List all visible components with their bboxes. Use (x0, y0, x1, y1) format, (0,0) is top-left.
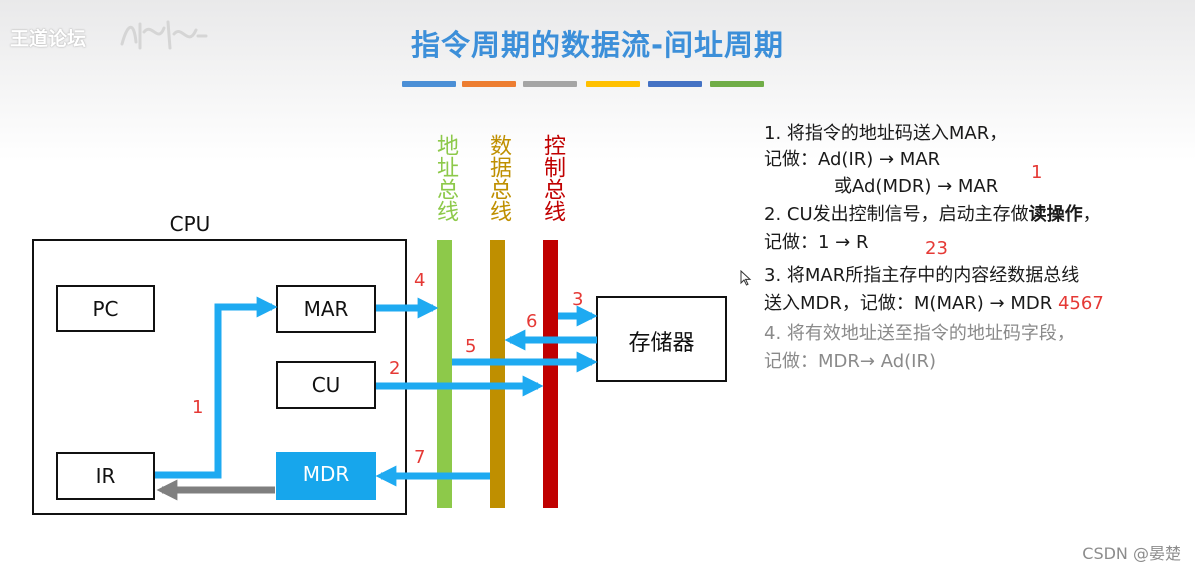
step2-line1: 2. CU发出控制信号，启动主存做读操作， (764, 203, 1101, 227)
step1-red-note: 1 (1031, 162, 1043, 183)
step3-text: 送入MDR，记做：M(MAR) → MDR (764, 293, 1053, 314)
step4-line2: 记做：MDR→ Ad(IR) (764, 351, 936, 372)
step-number-1: 1 (192, 397, 204, 418)
cu-register (276, 361, 376, 409)
step2-text-post: ， (1082, 204, 1101, 225)
csdn-credit: CSDN @晏楚 (1082, 544, 1181, 563)
step4-line1: 4. 将有效地址送至指令的地址码字段， (764, 323, 1075, 344)
title-bar-5 (648, 81, 702, 87)
step1-line2: 记做：Ad(IR) → MAR (764, 149, 941, 170)
mdr-register (276, 452, 376, 500)
address-bus (437, 240, 452, 508)
pc-label: PC (92, 297, 119, 321)
pc-register (56, 285, 155, 332)
cpu-box (32, 239, 407, 515)
title-bar-6 (710, 81, 764, 87)
logo-scribble-icon (120, 20, 208, 50)
forum-watermark: 王道论坛 (10, 28, 87, 50)
data-bus-label: 数据总线 (486, 134, 511, 222)
step1-line1: 1. 将指令的地址码送入MAR， (764, 123, 1008, 144)
control-bus (543, 240, 558, 508)
step-number-2: 2 (389, 358, 401, 379)
step2-line2: 记做：1 → R (764, 232, 869, 253)
step3-line1: 3. 将MAR所指主存中的内容经数据总线 (764, 265, 1080, 286)
title-bar-1 (402, 81, 456, 87)
step-number-4: 4 (414, 270, 426, 291)
title-bar-4 (586, 81, 640, 87)
control-bus-label: 控制总线 (540, 134, 565, 222)
step-number-7: 7 (414, 447, 426, 468)
cpu-label: CPU (169, 212, 211, 236)
step2-red-note: 23 (925, 238, 948, 259)
step1-line3: 或Ad(MDR) → MAR (834, 176, 999, 197)
title-bar-2 (462, 81, 516, 87)
memory-label: 存储器 (628, 331, 695, 356)
title-bar-3 (523, 81, 577, 87)
mdr-label: MDR (302, 462, 350, 486)
step-number-5: 5 (465, 336, 477, 357)
mar-label: MAR (303, 297, 349, 321)
ir-register (56, 452, 155, 500)
cu-label: CU (311, 373, 341, 397)
arrow-ir-to-mar (155, 296, 278, 479)
ir-label: IR (95, 464, 116, 488)
step2-text-pre: 2. CU发出控制信号，启动主存做 (764, 204, 1029, 225)
data-bus (490, 240, 505, 508)
mouse-cursor-icon (740, 270, 752, 286)
step2-text-bold: 读操作 (1028, 204, 1083, 225)
step-number-3: 3 (572, 289, 584, 310)
step-number-6: 6 (526, 311, 538, 332)
step3-red-note: 4567 (1057, 293, 1104, 314)
step3-line2: 送入MDR，记做：M(MAR) → MDR 4567 (764, 292, 1104, 316)
address-bus-label: 地址总线 (433, 134, 458, 222)
page-title: 指令周期的数据流-间址周期 (410, 28, 785, 62)
